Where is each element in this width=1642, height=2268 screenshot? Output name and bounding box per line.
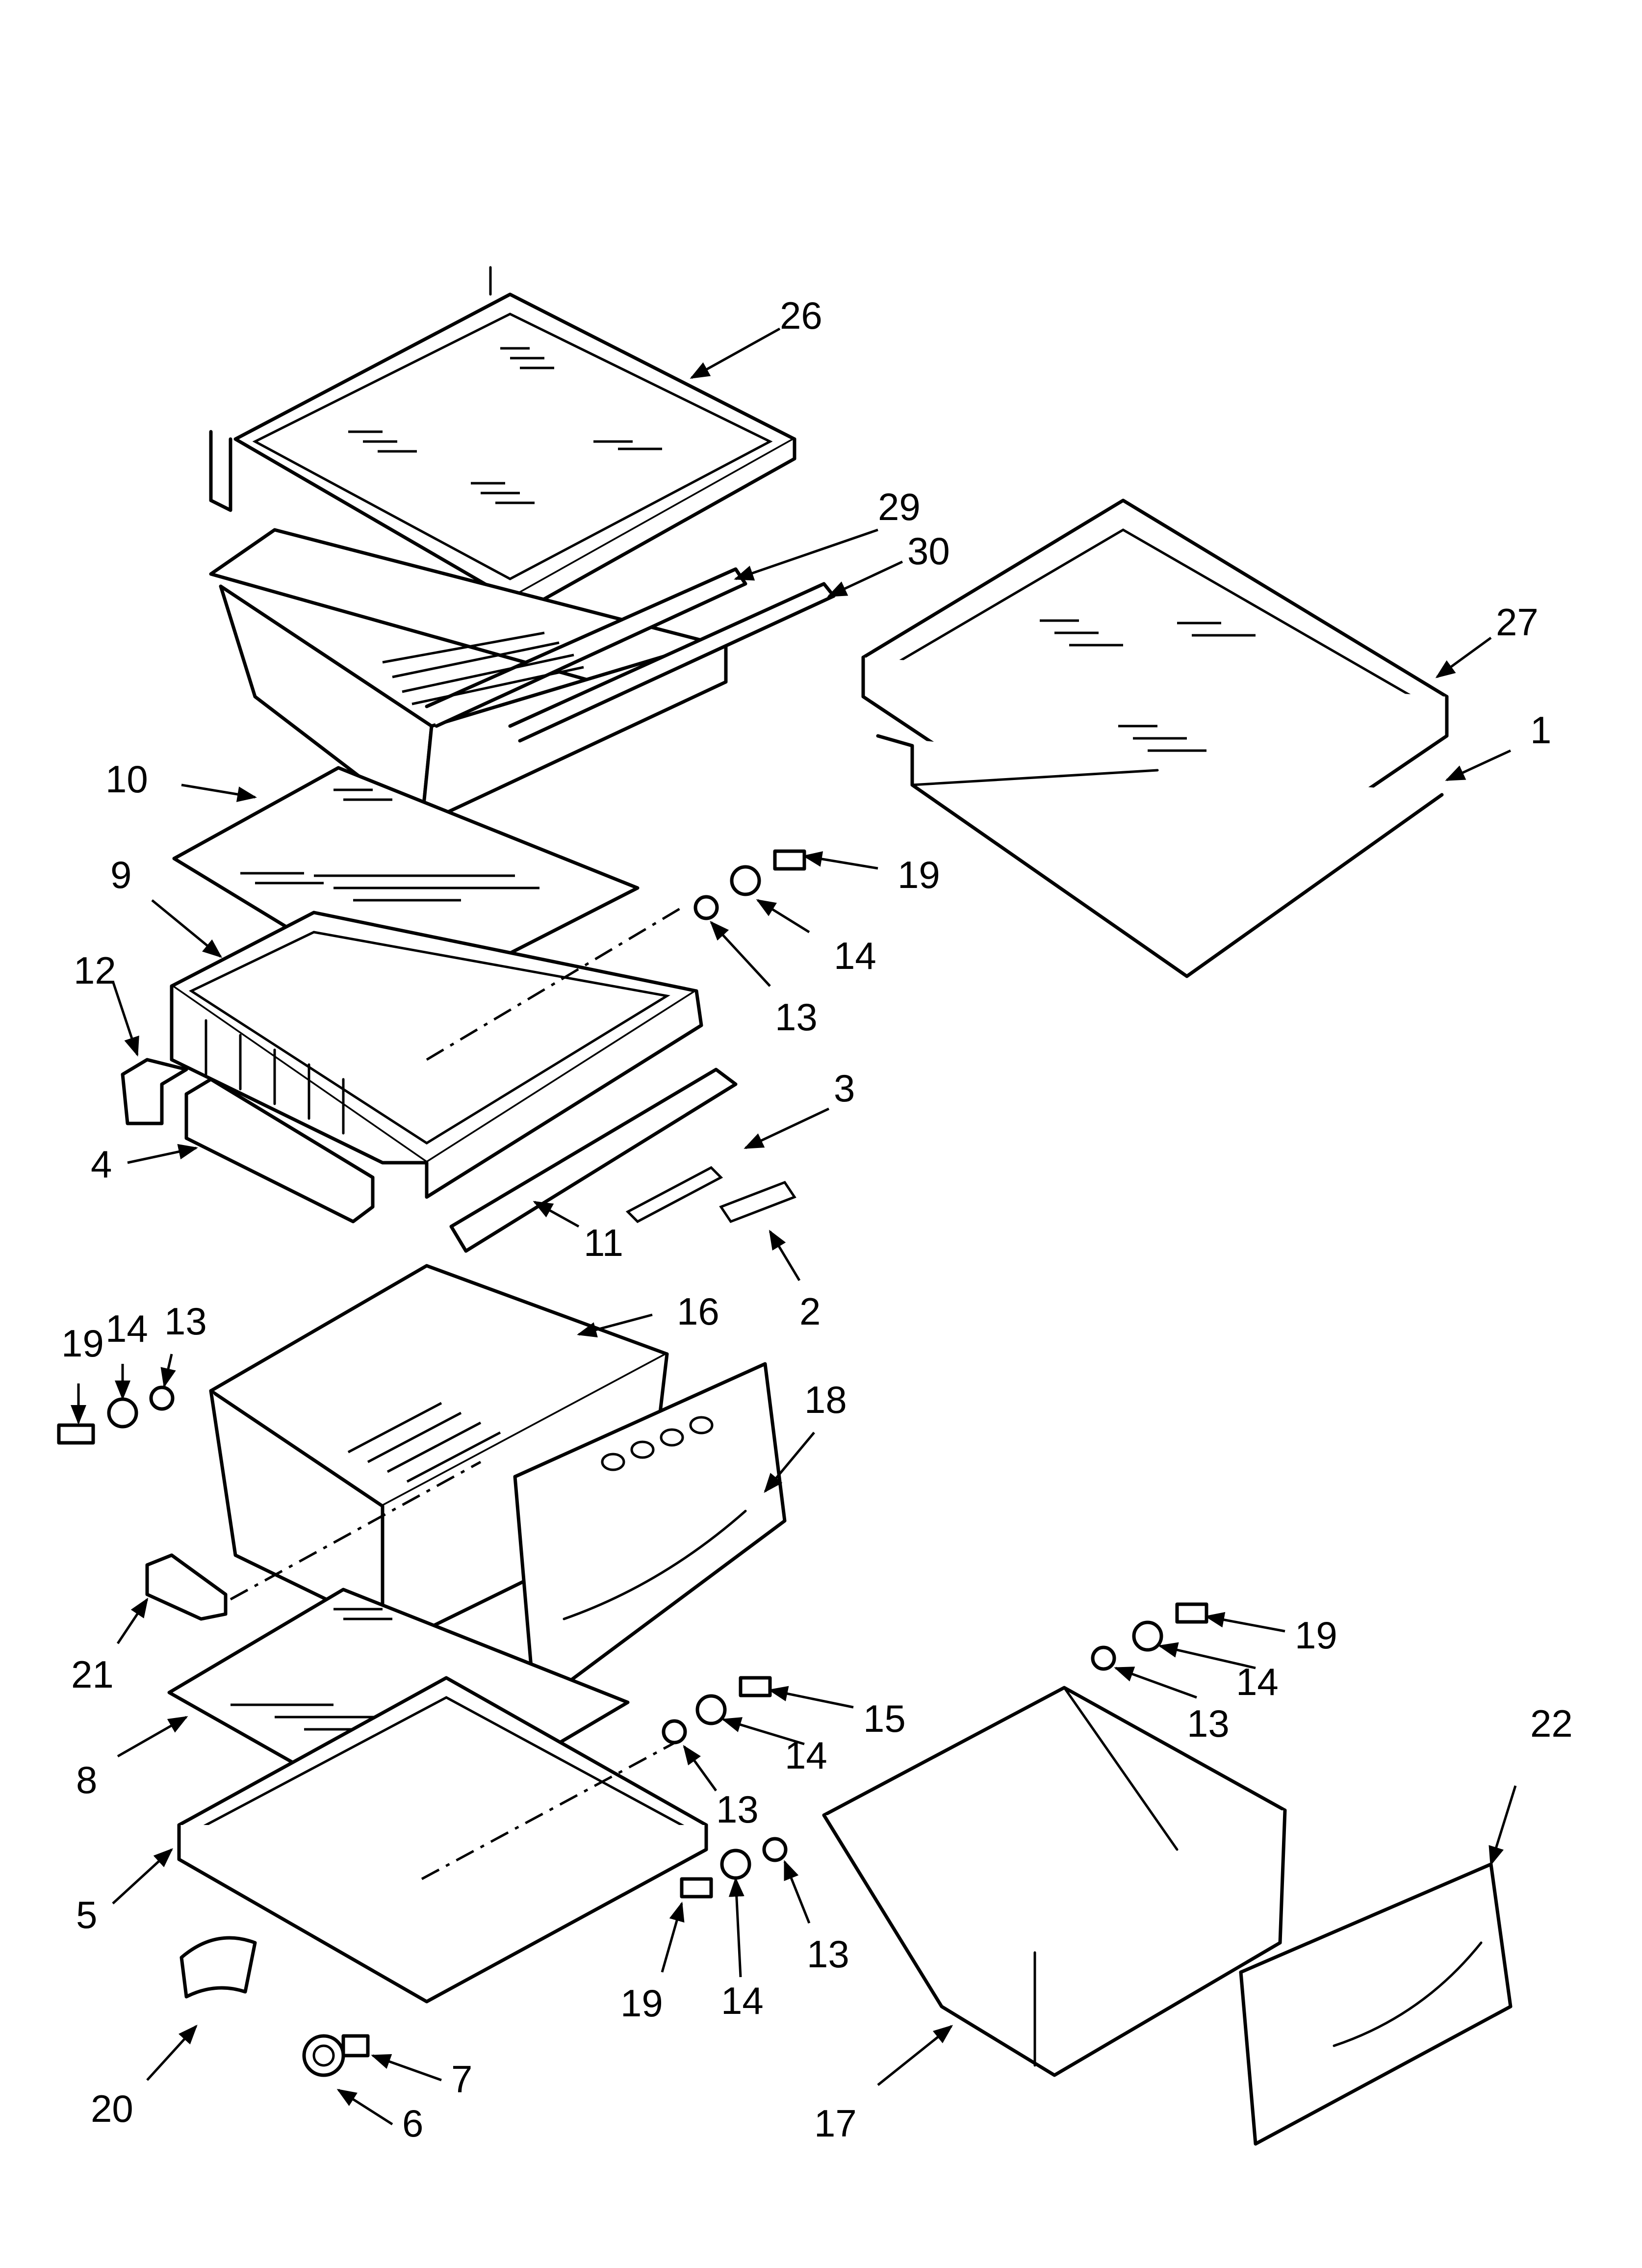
callout-14-top: 14 bbox=[834, 934, 876, 977]
callout-6: 6 bbox=[402, 2102, 423, 2145]
callout-22: 22 bbox=[1530, 1702, 1573, 1745]
callout-14-mid: 14 bbox=[785, 1734, 827, 1777]
callout-18: 18 bbox=[804, 1378, 847, 1421]
callout-13-top: 13 bbox=[775, 995, 818, 1039]
callout-3: 3 bbox=[834, 1067, 855, 1110]
callout-14-left: 14 bbox=[105, 1307, 148, 1350]
callout-19-right: 19 bbox=[1295, 1614, 1337, 1657]
callout-13-mid: 13 bbox=[716, 1788, 759, 1831]
callout-20: 20 bbox=[91, 2087, 133, 2130]
leader-lines bbox=[71, 327, 1517, 2126]
callout-13-right: 13 bbox=[1187, 1702, 1230, 1745]
callout-14-bottom: 14 bbox=[721, 1979, 764, 2022]
callout-19-bottom: 19 bbox=[620, 1981, 663, 2025]
callout-19-left: 19 bbox=[61, 1322, 104, 1365]
lower-right-drawer-front bbox=[1239, 1862, 1513, 2146]
callout-2: 2 bbox=[799, 1290, 821, 1333]
callout-labels: 26 29 30 27 1 10 19 9 14 12 13 3 4 11 2 … bbox=[61, 294, 1573, 2145]
callout-27: 27 bbox=[1496, 600, 1539, 644]
lower-right-crisper-bin bbox=[822, 1686, 1287, 2077]
callout-10: 10 bbox=[105, 757, 148, 801]
callout-16: 16 bbox=[677, 1290, 719, 1333]
upper-crisper-frame bbox=[170, 911, 703, 1199]
callout-13-left: 13 bbox=[164, 1300, 207, 1343]
callout-13-bottom: 13 bbox=[807, 1932, 849, 1976]
callout-17: 17 bbox=[814, 2102, 857, 2145]
right-glass-shelf bbox=[861, 498, 1449, 978]
callout-8: 8 bbox=[76, 1758, 97, 1801]
crisper-cover-frame bbox=[209, 528, 836, 826]
callout-11: 11 bbox=[584, 1221, 623, 1264]
callout-21: 21 bbox=[71, 1653, 114, 1696]
callout-1: 1 bbox=[1530, 708, 1551, 752]
callout-29: 29 bbox=[878, 485, 921, 528]
middle-drawer-front bbox=[513, 1362, 787, 1709]
callout-14-right: 14 bbox=[1236, 1660, 1279, 1703]
lower-crisper-frame bbox=[177, 1676, 708, 2004]
callout-26: 26 bbox=[780, 294, 822, 337]
callout-15: 15 bbox=[863, 1697, 906, 1740]
upper-glass-shelf bbox=[209, 266, 796, 620]
small-parts bbox=[145, 1460, 482, 2077]
callout-12: 12 bbox=[74, 949, 116, 992]
callout-9: 9 bbox=[110, 853, 131, 896]
callout-30: 30 bbox=[907, 529, 950, 573]
callout-4: 4 bbox=[91, 1143, 112, 1186]
callout-7: 7 bbox=[451, 2058, 472, 2101]
callout-5: 5 bbox=[76, 1893, 97, 1936]
upper-rails bbox=[121, 906, 796, 1253]
callout-19-top: 19 bbox=[898, 853, 940, 896]
